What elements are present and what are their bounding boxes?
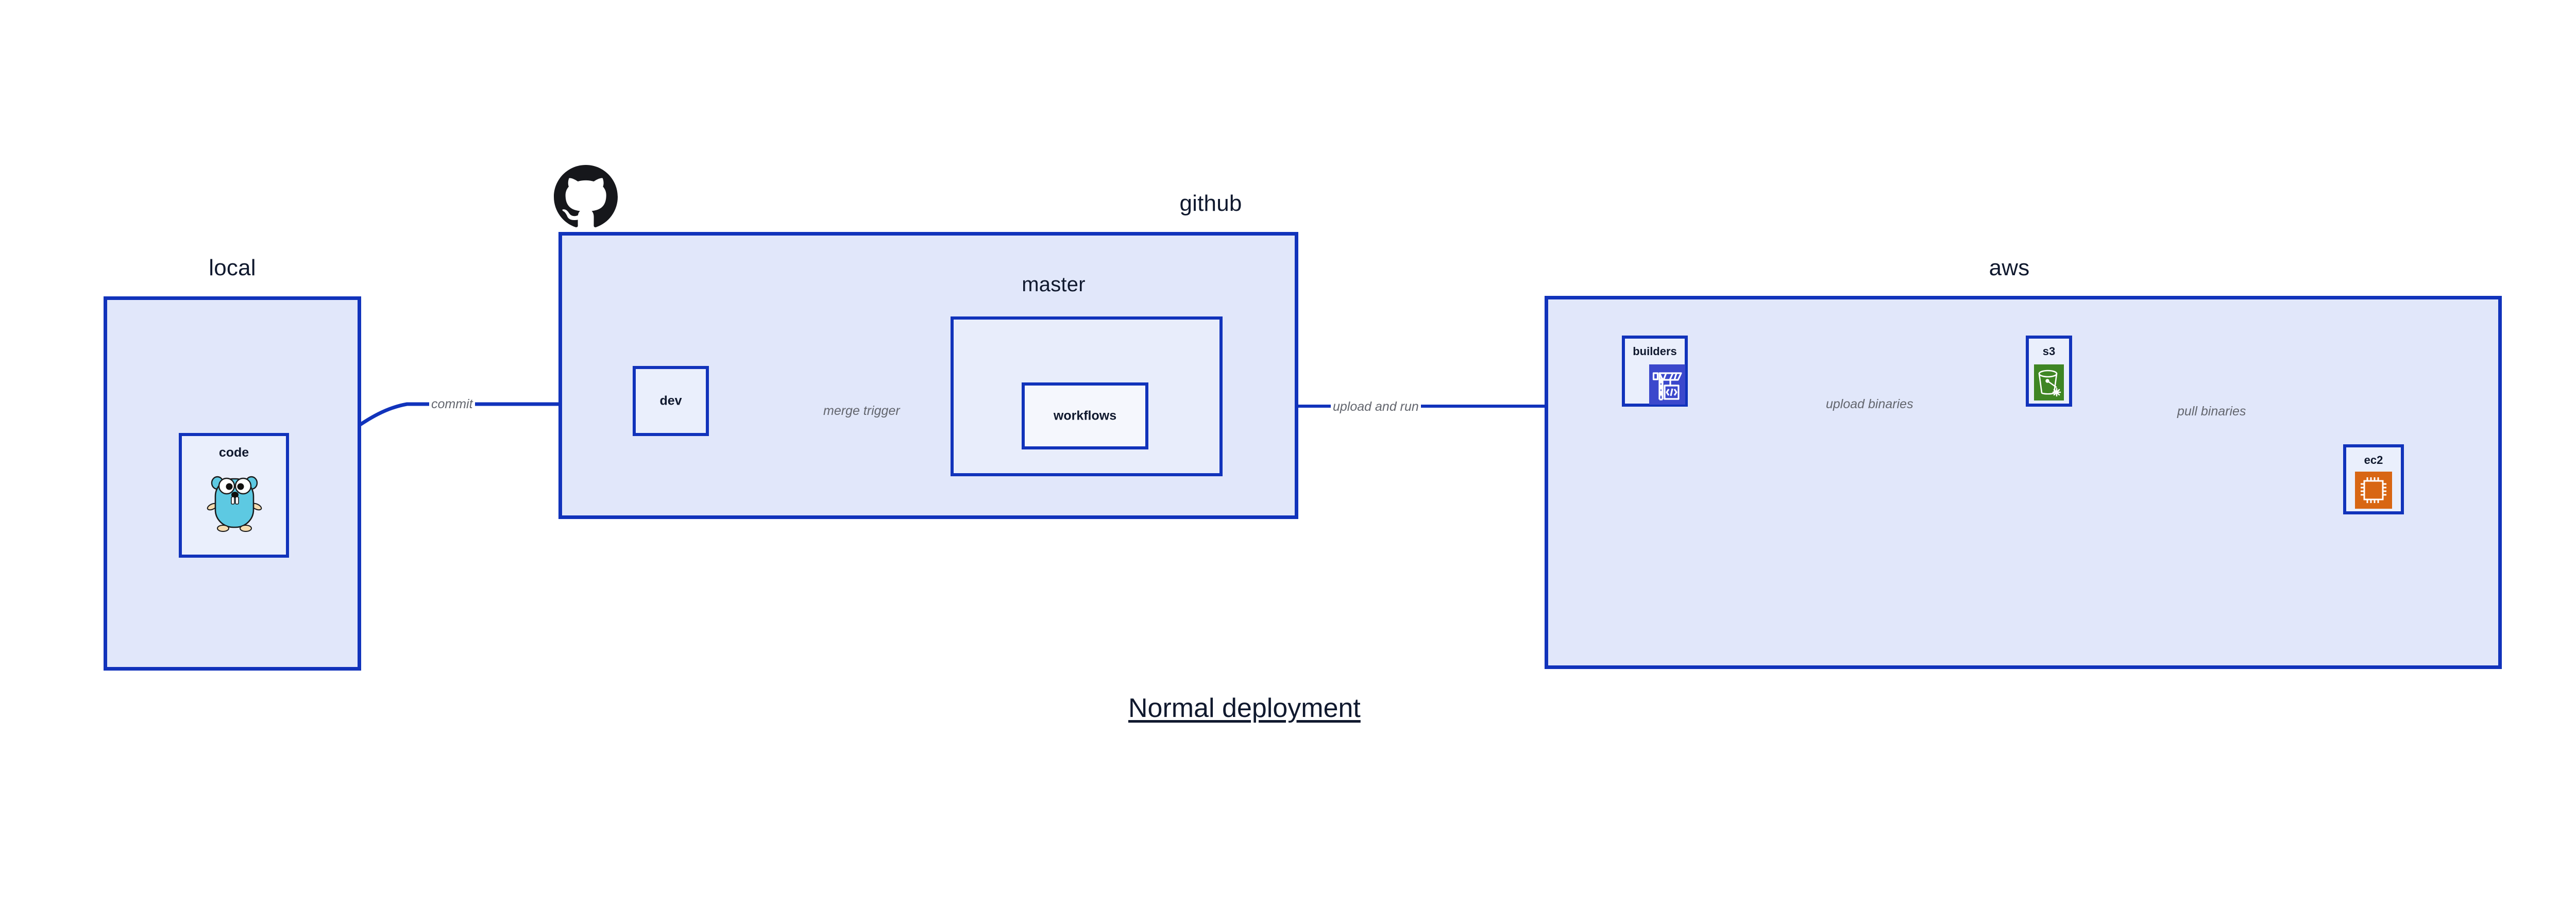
aws-ec2-chip-icon [2355, 472, 2392, 509]
group-aws [1545, 296, 2502, 669]
edge-label-commit: commit [429, 398, 475, 411]
edge-label-upload-binaries: upload binaries [1824, 398, 1916, 411]
edge-label-merge-trigger: merge trigger [821, 405, 902, 417]
node-workflows-label: workflows [1053, 408, 1117, 423]
edge-label-pull-binaries: pull binaries [2175, 405, 2248, 418]
node-s3-label: s3 [2042, 345, 2056, 358]
aws-codebuild-icon [1649, 364, 1685, 405]
group-title-master: master [1022, 273, 1086, 296]
aws-s3-bucket-icon [2034, 364, 2064, 400]
node-builders-label: builders [1633, 345, 1677, 358]
group-title-local: local [209, 255, 256, 280]
node-dev-label: dev [659, 393, 682, 408]
node-ec2-label: ec2 [2364, 454, 2383, 466]
github-octocat-icon [554, 165, 618, 227]
node-code-label: code [218, 445, 249, 460]
node-workflows[interactable]: workflows [1022, 382, 1148, 449]
edge-label-upload-and-run: upload and run [1331, 400, 1421, 413]
node-dev[interactable]: dev [633, 366, 709, 436]
go-gopher-icon [207, 476, 262, 532]
group-title-aws: aws [1989, 255, 2030, 280]
group-local [104, 296, 361, 671]
group-title-github: github [1179, 191, 1242, 216]
diagram-caption: Normal deployment [1128, 693, 1361, 723]
